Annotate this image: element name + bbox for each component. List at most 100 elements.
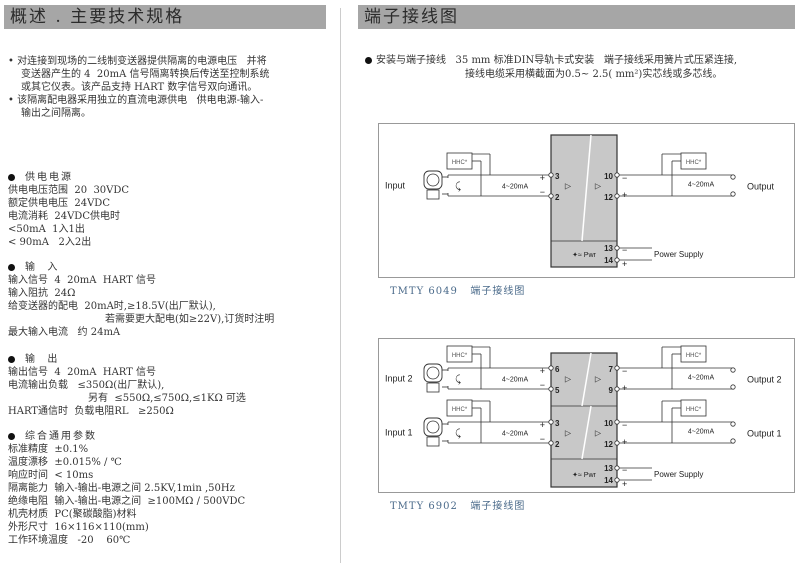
terminal-icon: [730, 384, 736, 390]
signal-arrow-icon: ▷: [595, 375, 602, 384]
minus-sign: −: [622, 245, 627, 255]
input-label: Input 2: [385, 374, 413, 384]
terminal-number: 13: [604, 464, 613, 473]
minus-sign: −: [540, 187, 545, 197]
intro-line: 或其它仪表。该产品支持 HART 数字信号双向通讯。: [21, 82, 258, 93]
terminal-number: 2: [555, 440, 560, 449]
terminal-number: 9: [609, 386, 614, 395]
bullet-icon: [8, 356, 15, 363]
hhc-label: HHC*: [686, 353, 702, 359]
signal-label: 4~20mA: [502, 377, 529, 384]
terminal-icon: [614, 365, 620, 371]
spec-line: 工作环境温度 -20 60℃: [8, 535, 131, 546]
spec-line: 电流消耗 24VDC供电时: [8, 211, 120, 222]
spec-line: 响应时间 < 10ms: [8, 470, 94, 481]
spec-line: 输入阻抗 24Ω: [8, 288, 76, 299]
plus-sign: +: [540, 420, 545, 430]
output-label: Output: [747, 182, 775, 192]
terminal-icon: [614, 172, 620, 178]
terminal-icon: [614, 419, 620, 425]
bullet-icon: [365, 57, 372, 64]
terminal-number: 2: [555, 193, 560, 202]
output-label: Output 2: [747, 375, 782, 385]
plus-sign: +: [622, 190, 627, 200]
spec-line: 供电电压范围 20 30VDC: [8, 185, 130, 196]
terminal-icon: [730, 191, 736, 197]
terminal-icon: [548, 365, 554, 371]
general-section: 综合通用参数 标准精度 ±0.1% 温度漂移 ±0.015% / ℃ 响应时间 …: [8, 430, 334, 547]
transmitter-icon: [426, 420, 440, 434]
terminal-icon: [730, 438, 736, 444]
terminal-icon: [730, 421, 736, 427]
column-divider: [340, 8, 341, 563]
bullet-icon: [8, 264, 15, 271]
minus-sign: −: [540, 434, 545, 444]
spec-line: 外形尺寸 16×116×110(mm): [8, 522, 149, 533]
terminal-number: 12: [604, 440, 613, 449]
terminal-number: 14: [604, 476, 613, 485]
transmitter-base-icon: [426, 436, 440, 447]
signal-label: 4~20mA: [688, 375, 715, 382]
plus-sign: +: [622, 479, 627, 489]
spec-line: 隔离能力 输入-输出-电源之间 2.5KV,1min ,50Hz: [8, 483, 235, 494]
minus-sign: −: [622, 173, 627, 183]
spec-line: <50mA 1入1出: [8, 224, 85, 235]
signal-arrow-icon: ▷: [565, 182, 572, 191]
diagram-caption: TMTY 6902 端子接线图: [390, 501, 526, 512]
terminal-number: 14: [604, 256, 613, 265]
hhc-label: HHC*: [452, 160, 468, 166]
output-section: 输 出 输出信号 4 20mA HART 信号 电流输出负载 ≤350Ω(出厂默…: [8, 353, 334, 418]
terminal-icon: [548, 419, 554, 425]
terminal-icon: [730, 174, 736, 180]
terminal-number: 3: [555, 419, 560, 428]
signal-arrow-icon: ▷: [595, 182, 602, 191]
minus-sign: −: [622, 420, 627, 430]
transmitter-icon: [426, 173, 440, 187]
signal-label: 4~20mA: [502, 431, 529, 438]
signal-arrow-icon: ▷: [565, 429, 572, 438]
input-section: 输 入 输入信号 4 20mA HART 信号 输入阻抗 24Ω 给变送器的配电…: [8, 261, 334, 339]
bullet-icon: [8, 433, 15, 440]
terminal-icon: [614, 440, 620, 446]
terminal-number: 5: [555, 386, 560, 395]
plus-sign: +: [540, 173, 545, 183]
intro-text: • 对连接到现场的二线制变送器提供隔离的电源电压 并将 变送器产生的 4 20m…: [8, 55, 334, 120]
isolator-module: [550, 134, 618, 268]
isolation-barrier: [581, 134, 592, 242]
section-heading: 输 入: [25, 262, 60, 273]
section-heading: 综合通用参数: [25, 431, 97, 442]
minus-sign: −: [622, 366, 627, 376]
terminal-icon: [614, 465, 620, 471]
terminal-icon: [614, 193, 620, 199]
power-supply-label: Power Supply: [654, 470, 703, 479]
plus-sign: +: [622, 259, 627, 269]
transmitter-icon: [426, 366, 440, 380]
signal-label: 4~20mA: [688, 429, 715, 436]
power-indicator-label: ✦≈ Pwr: [572, 251, 596, 259]
transmitter-base-icon: [426, 382, 440, 393]
minus-sign: −: [540, 380, 545, 390]
spec-line: 电流输出负载 ≤350Ω(出厂默认),: [8, 380, 165, 391]
hhc-label: HHC*: [686, 160, 702, 166]
isolation-barrier: [581, 405, 592, 460]
terminal-icon: [614, 386, 620, 392]
input-label: Input 1: [385, 428, 413, 438]
power-indicator-label: ✦≈ Pwr: [572, 471, 596, 479]
plus-sign: +: [622, 383, 627, 393]
spec-line: 标准精度 ±0.1%: [8, 444, 89, 455]
isolation-barrier: [581, 352, 592, 407]
section-heading: 供电电源: [25, 172, 73, 183]
power-supply-label: Power Supply: [654, 250, 703, 259]
spec-line: 温度漂移 ±0.015% / ℃: [8, 457, 122, 468]
specs-title: 概述 . 主要技术规格: [4, 5, 326, 29]
transmitter-base-icon: [426, 189, 440, 200]
spec-line: < 90mA 2入2出: [8, 237, 92, 248]
terminal-number: 6: [555, 365, 560, 374]
spec-line: 输入信号 4 20mA HART 信号: [8, 275, 157, 286]
terminal-icon: [548, 386, 554, 392]
terminal-icon: [548, 193, 554, 199]
minus-sign: −: [622, 465, 627, 475]
power-section: 供电电源 供电电压范围 20 30VDC 额定供电电压 24VDC 电流消耗 2…: [8, 171, 334, 249]
hhc-label: HHC*: [452, 353, 468, 359]
